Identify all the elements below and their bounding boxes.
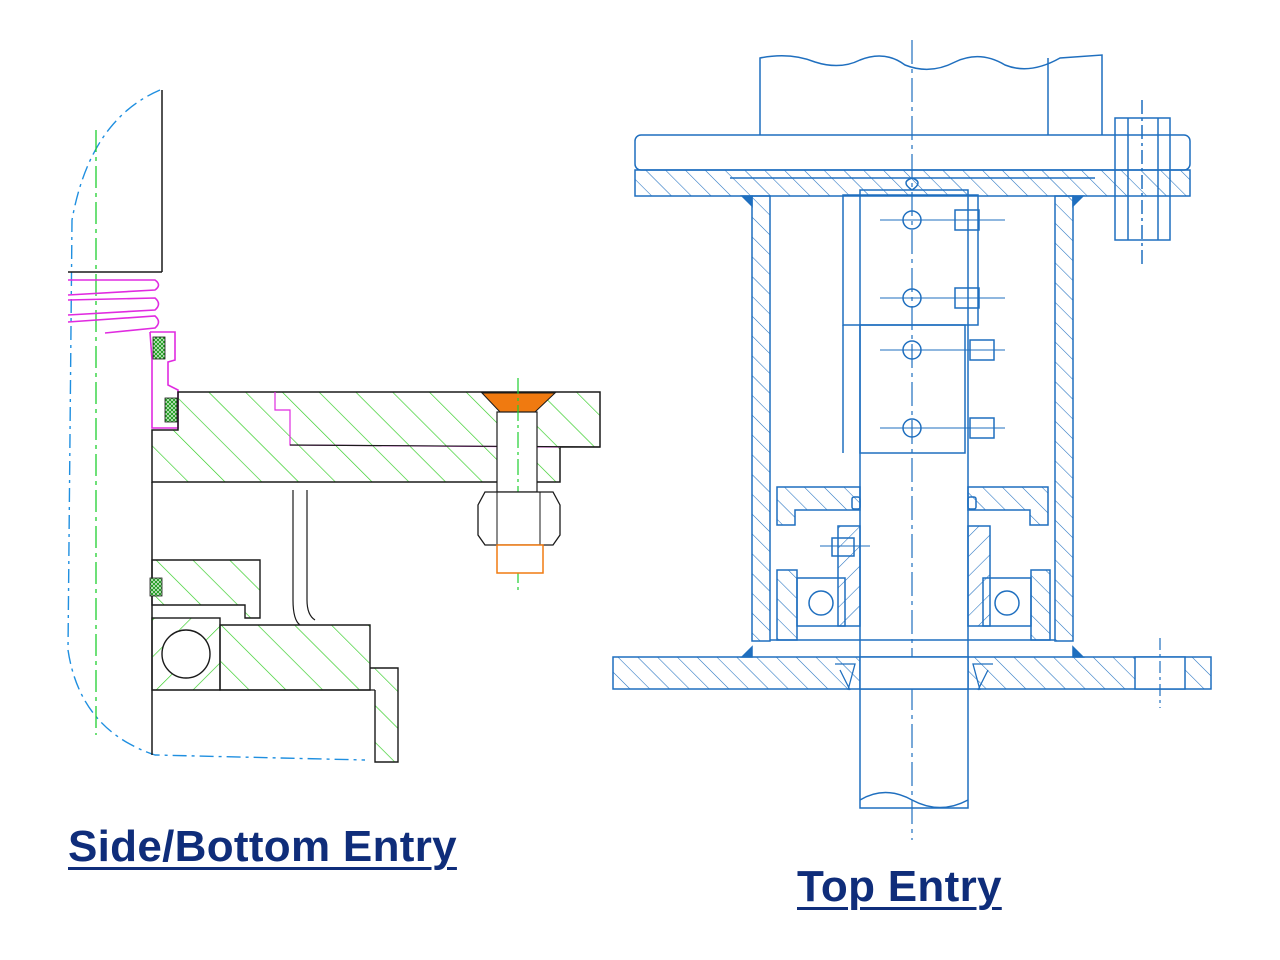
magenta-spring-seal: [67, 279, 179, 429]
o-ring-middle: [164, 397, 178, 423]
side-bottom-entry-drawing: [67, 89, 601, 763]
top-entry-drawing: [612, 40, 1212, 840]
lip-seal-right: [972, 663, 993, 691]
coupling-upper: [842, 194, 979, 326]
vessel-outline: [67, 89, 366, 761]
o-ring-lower: [149, 577, 163, 597]
bearing-left-ball: [808, 590, 834, 616]
hex-nut: [477, 491, 561, 546]
o-ring-upper: [152, 336, 166, 360]
seal-housing-hatched: [776, 486, 861, 526]
shaft: [859, 189, 969, 809]
lip-seal-left: [835, 663, 856, 691]
bearing-housing-hatched: [219, 624, 371, 691]
tube-wall-right: [1054, 195, 1074, 642]
coupling-lower: [859, 324, 966, 454]
bolt-tail: [496, 544, 544, 574]
side-bottom-entry-caption: Side/Bottom Entry: [68, 822, 457, 871]
drive-housing: [759, 54, 1103, 135]
flange-plate-hatched: [151, 391, 601, 483]
bearing-ball: [161, 629, 211, 679]
bolt-shank: [496, 411, 538, 493]
bearing-right-ball: [994, 590, 1020, 616]
top-entry-caption: Top Entry: [797, 862, 1002, 911]
gland-block-hatched: [151, 559, 261, 619]
tube-wall-left: [751, 195, 771, 642]
